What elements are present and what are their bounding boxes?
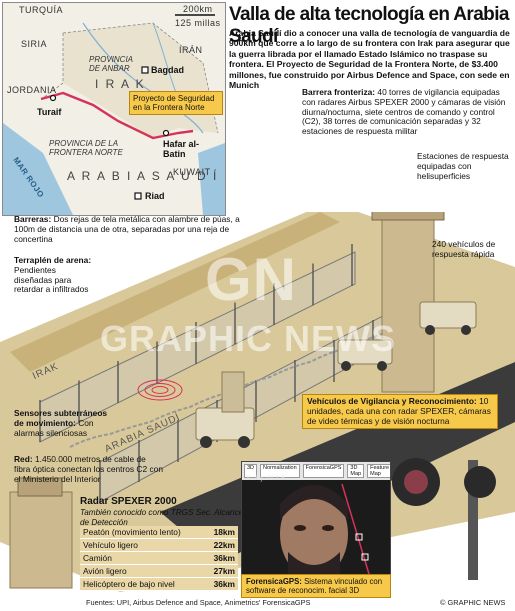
sensores-title: Sensores subterráneos de movimiento: bbox=[14, 408, 108, 428]
city-turaif: Turaif bbox=[37, 107, 62, 117]
barreras-label: Barreras: Dos rejas de tela metálica con… bbox=[14, 214, 244, 244]
toolbar-tab[interactable]: ForensicaGPS bbox=[302, 464, 345, 478]
terraplen-label: Terraplén de arena: Pendientes diseñadas… bbox=[14, 255, 94, 295]
radar-row-value: 27km bbox=[204, 564, 238, 578]
radar-subtitle: También conocido como TRGS Sec. Alcances… bbox=[80, 508, 248, 527]
forensica-title: ForensicaGPS: bbox=[246, 577, 302, 586]
barreras-text: Dos rejas de tela metálica con alambre d… bbox=[14, 214, 240, 244]
radar-row-label: Peatón (movimiento lento) bbox=[80, 526, 205, 539]
helicopter-label: Estaciones de respuesta equipadas con he… bbox=[417, 151, 509, 181]
radar-row-value: 36km bbox=[204, 577, 238, 591]
toolbar-tab[interactable]: 3D bbox=[244, 464, 258, 478]
sensores-text: Con alarmas silenciosas bbox=[14, 417, 94, 438]
country-saudi: A R A B I A S A U D Í bbox=[67, 169, 219, 183]
barrera-fronteriza-label: Barrera fronteriza: 40 torres de vigilan… bbox=[302, 87, 512, 137]
radar-row: Peatón (movimiento lento)18km bbox=[80, 526, 238, 539]
terraplen-text: Pendientes diseñadas para retardar a inf… bbox=[14, 264, 89, 295]
toolbar-tab[interactable]: Feature Map bbox=[367, 464, 390, 478]
sources-footer: Fuentes: UPI, Airbus Defence and Space, … bbox=[86, 598, 311, 607]
forensica-text: Sistema vinculado con software de recono… bbox=[246, 577, 383, 595]
vehicles-label: 240 vehículos de respuesta rápida bbox=[432, 239, 496, 259]
scale-value: 200km bbox=[183, 4, 213, 14]
red-label: Red: 1.450.000 metros de cable de fibra … bbox=[14, 454, 164, 484]
country-jordan: JORDANIA bbox=[7, 85, 57, 95]
credit-footer: © GRAPHIC NEWS bbox=[440, 598, 506, 607]
sensores-label: Sensores subterráneos de movimiento: Con… bbox=[14, 408, 114, 438]
intro-text: Arabia Saudí dio a conocer una valla de … bbox=[229, 28, 510, 91]
watermark-text: GRAPHIC NEWS bbox=[100, 318, 397, 359]
project-callout: Proyecto de Seguridad en la Frontera Nor… bbox=[129, 91, 223, 115]
toolbar-tab[interactable]: 3D Map bbox=[347, 464, 365, 478]
radar-row-label: Vehículo ligero bbox=[80, 538, 205, 552]
barrera-text: 40 torres de vigilancia equipadas con ra… bbox=[302, 87, 506, 137]
city-bagdad: Bagdad bbox=[151, 65, 185, 75]
country-iran: IRÁN bbox=[179, 45, 203, 55]
vigilancia-callout: Vehículos de Vigilancia y Reconocimiento… bbox=[302, 394, 498, 430]
radar-row-value: 36km bbox=[204, 551, 238, 565]
radar-row-label: Avión ligero bbox=[80, 564, 205, 578]
vigilancia-title: Vehículos de Vigilancia y Reconocimiento… bbox=[307, 396, 477, 406]
barrera-title: Barrera fronteriza: bbox=[302, 87, 376, 97]
country-kuwait: KUWAIT bbox=[173, 167, 211, 177]
terraplen-title: Terraplén de arena: bbox=[14, 255, 92, 265]
forensica-callout: ForensicaGPS: Sistema vinculado con soft… bbox=[241, 574, 391, 598]
watermark-logo: GN bbox=[205, 246, 297, 313]
vigilancia-text: 10 unidades, cada una con radar SPEXER, … bbox=[307, 396, 491, 426]
scale-miles: 125 millas bbox=[175, 18, 221, 28]
radar-title: Radar SPEXER 2000 bbox=[80, 496, 177, 507]
country-iraq: I R A K bbox=[95, 77, 146, 91]
barreras-title: Barreras: bbox=[14, 214, 52, 224]
red-text: 1.450.000 metros de cable de fibra óptic… bbox=[14, 454, 163, 484]
country-turkey: TURQUÍA bbox=[19, 5, 63, 15]
city-hafar: Hafar al-Batin bbox=[163, 139, 200, 159]
radar-row-value: 22km bbox=[204, 538, 238, 552]
city-riad: Riad bbox=[145, 191, 165, 201]
radar-row-value: 18km bbox=[204, 526, 238, 539]
toolbar-tab[interactable]: Normalization bbox=[260, 464, 300, 478]
province-anbar: PROVINCIA DE ANBAR bbox=[89, 55, 133, 73]
radar-row-label: Camión bbox=[80, 551, 205, 565]
red-title: Red: bbox=[14, 454, 33, 464]
page-title: Valla de alta tecnología en Arabia Saudí bbox=[229, 4, 509, 47]
radar-row-label: Helicóptero de bajo nivel bbox=[80, 577, 205, 591]
region-map: 200km 125 millas TURQUÍA SIRIA IRÁN JORD… bbox=[2, 2, 226, 216]
coordinate-readout: X: -5 y: 44 z: 6 bbox=[246, 476, 285, 482]
country-syria: SIRIA bbox=[21, 39, 48, 49]
province-north: PROVINCIA DE LA FRONTERA NORTE bbox=[49, 139, 123, 157]
